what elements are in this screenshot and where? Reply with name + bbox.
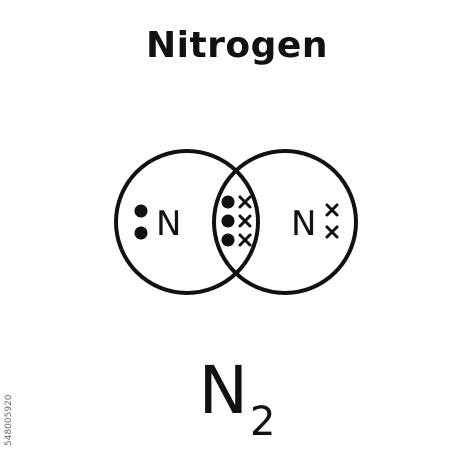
right-atom-symbol: N [291, 204, 316, 244]
shared-electron-dot [221, 214, 235, 228]
shared-electron-dot [221, 195, 235, 209]
shared-electron-dot [221, 233, 235, 247]
shared-electron-cross [238, 233, 252, 247]
left-atom-shell [114, 149, 260, 295]
left-lone-electron-dot [134, 204, 148, 218]
formula-base: N [198, 352, 248, 429]
shared-electron-cross [238, 214, 252, 228]
shared-electron-crosses [238, 195, 252, 247]
left-lone-electron-dot [134, 226, 148, 240]
formula-subscript: 2 [249, 399, 276, 445]
molecular-formula: N2 [0, 346, 474, 445]
right-lone-electron-cross [325, 203, 339, 217]
shared-electron-dots [221, 195, 235, 247]
right-lone-electron-cross [325, 225, 339, 239]
right-atom-shell [212, 149, 358, 295]
left-lone-pair [134, 204, 148, 240]
shared-electron-cross [238, 195, 252, 209]
right-lone-pair [325, 203, 339, 239]
left-atom-symbol: N [156, 204, 181, 244]
diagram-title: Nitrogen [146, 25, 328, 66]
stock-id-watermark: 548005920 [4, 394, 14, 446]
